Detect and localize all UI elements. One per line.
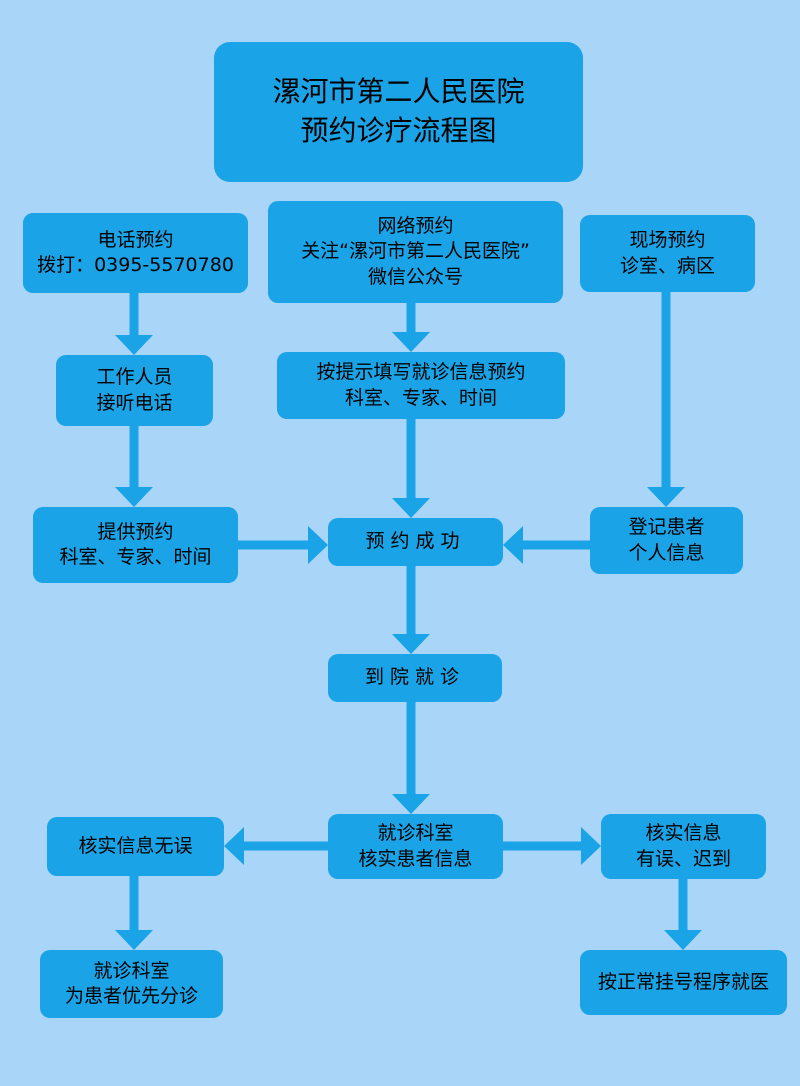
- arrow-verify-error-to-normal: [664, 879, 702, 950]
- verify-ok-node: 核实信息无误: [47, 817, 224, 876]
- normal-registration-node: 按正常挂号程序就医: [580, 950, 787, 1015]
- onsite-booking-label: 现场预约: [629, 229, 706, 252]
- priority-consult-line-2: 为患者优先分诊: [64, 985, 198, 1007]
- booking-success-node: 预约成功: [328, 518, 503, 566]
- booking-success-label: 预约成功: [365, 530, 466, 553]
- dept-verify-line-1: 就诊科室: [377, 822, 454, 845]
- verify-ok-label: 核实信息无误: [78, 834, 193, 857]
- register-patient-line-2: 个人信息: [628, 541, 705, 564]
- arrow-provide-to-success: [238, 526, 328, 564]
- provide-booking-line-2: 科室、专家、时间: [59, 546, 212, 568]
- arrow-success-to-arrive: [392, 566, 430, 654]
- arrow-verify-ok-to-priority-head: [115, 930, 153, 950]
- arrow-dept-to-verify-error: [503, 827, 601, 865]
- arrow-dept-to-verify-error-head: [581, 827, 601, 865]
- verify-error-line-2: 有误、迟到: [635, 847, 731, 870]
- arrow-staff-to-provide-head: [115, 487, 153, 507]
- register-patient-line-1: 登记患者: [628, 516, 705, 539]
- dept-verify-node: 就诊科室 核实患者信息: [328, 814, 503, 879]
- phone-booking-number: 拨打：0395-5570780: [37, 254, 234, 276]
- fill-info-node: 按提示填写就诊信息预约 科室、专家、时间: [277, 352, 565, 419]
- dept-verify-line-2: 核实患者信息: [358, 847, 473, 870]
- arrow-onsite-to-register-head: [647, 487, 685, 507]
- arrow-verify-error-to-normal-head: [664, 930, 702, 950]
- arrow-register-to-success: [503, 526, 590, 564]
- arrow-arrive-to-dept: [392, 702, 430, 814]
- arrive-hospital-node: 到院就诊: [328, 654, 502, 702]
- normal-registration-label: 按正常挂号程序就医: [597, 970, 769, 993]
- priority-consult-line-1: 就诊科室: [93, 959, 170, 982]
- register-patient-node: 登记患者 个人信息: [590, 507, 743, 574]
- phone-booking-node: 电话预约 拨打：0395-5570780: [23, 213, 248, 293]
- arrow-fill-to-success-head: [392, 498, 430, 518]
- onsite-booking-node: 现场预约 诊室、病区: [580, 215, 755, 292]
- provide-booking-line-1: 提供预约: [97, 520, 174, 543]
- onsite-booking-places: 诊室、病区: [619, 254, 715, 277]
- arrow-dept-to-verify-ok: [224, 827, 328, 865]
- verify-error-node: 核实信息 有误、迟到: [601, 814, 766, 879]
- arrow-success-to-arrive-head: [392, 634, 430, 654]
- arrive-hospital-label: 到院就诊: [364, 666, 465, 689]
- title-box: 漯河市第二人民医院 预约诊疗流程图: [214, 42, 583, 182]
- priority-consult-node: 就诊科室 为患者优先分诊: [40, 950, 223, 1018]
- arrow-staff-to-provide: [115, 426, 153, 507]
- provide-booking-node: 提供预约 科室、专家、时间: [33, 507, 238, 583]
- staff-answer-line-2: 接听电话: [96, 391, 173, 414]
- arrow-arrive-to-dept-head: [392, 794, 430, 814]
- arrow-phone-to-staff: [115, 293, 153, 355]
- staff-answer-line-1: 工作人员: [96, 366, 173, 389]
- arrow-provide-to-success-head: [308, 526, 328, 564]
- arrow-dept-to-verify-ok-head: [224, 827, 244, 865]
- arrow-online-to-fill: [392, 303, 430, 352]
- arrow-verify-ok-to-priority: [115, 876, 153, 950]
- title-line-2: 预约诊疗流程图: [300, 114, 497, 147]
- arrow-phone-to-staff-head: [115, 335, 153, 355]
- verify-error-line-1: 核实信息: [645, 822, 722, 845]
- online-booking-label: 网络预约: [377, 215, 454, 238]
- title-line-1: 漯河市第二人民医院: [272, 75, 525, 109]
- fill-info-line-2: 科室、专家、时间: [344, 386, 497, 409]
- online-booking-account: 微信公众号: [367, 265, 463, 288]
- staff-answer-node: 工作人员 接听电话: [56, 355, 213, 426]
- arrow-onsite-to-register: [647, 292, 685, 507]
- online-booking-follow: 关注“漯河市第二人民医院”: [301, 240, 530, 263]
- arrow-fill-to-success: [392, 419, 430, 518]
- arrow-register-to-success-head: [503, 526, 523, 564]
- fill-info-line-1: 按提示填写就诊信息预约: [316, 361, 526, 384]
- online-booking-node: 网络预约 关注“漯河市第二人民医院” 微信公众号: [268, 201, 563, 303]
- phone-booking-label: 电话预约: [97, 228, 174, 251]
- arrow-online-to-fill-head: [392, 332, 430, 352]
